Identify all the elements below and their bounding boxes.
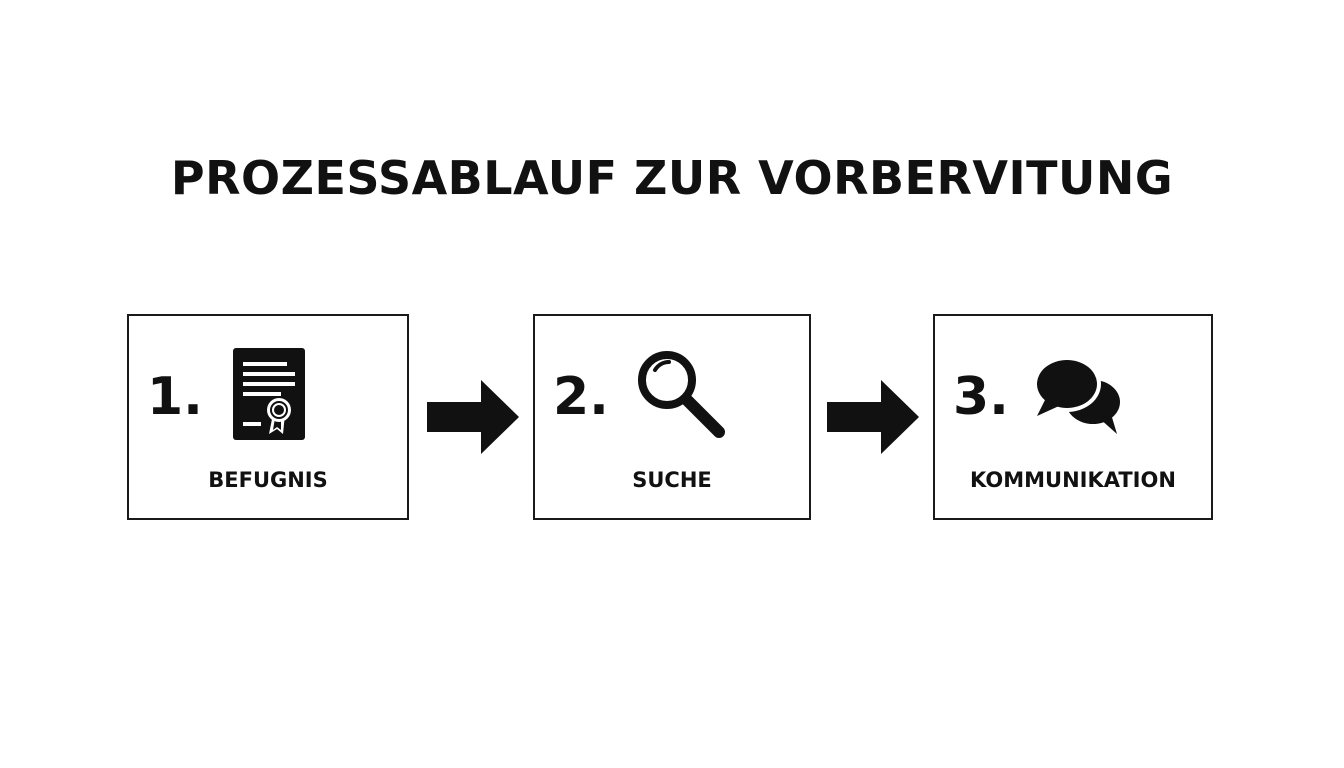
- step-box-befugnis: 1. BEFUGNIS: [127, 314, 409, 520]
- step-box-kommunikation: 3. KOMMUNIKATION: [933, 314, 1213, 520]
- chat-bubbles-icon: [1029, 352, 1125, 440]
- magnifier-icon: [635, 348, 731, 444]
- step-number: 2.: [553, 367, 609, 427]
- step-label: KOMMUNIKATION: [970, 468, 1176, 492]
- step-label: BEFUGNIS: [208, 468, 328, 492]
- diagram-title: PROZESSABLAUF ZUR VORBERVITUNG: [170, 151, 1174, 205]
- arrow-right-icon: [427, 380, 519, 454]
- certificate-document-icon: [233, 348, 305, 444]
- arrow-right-icon: [827, 380, 919, 454]
- step-number: 1.: [147, 367, 203, 427]
- step-box-suche: 2. SUCHE: [533, 314, 811, 520]
- step-number: 3.: [953, 367, 1009, 427]
- step-label: SUCHE: [632, 468, 712, 492]
